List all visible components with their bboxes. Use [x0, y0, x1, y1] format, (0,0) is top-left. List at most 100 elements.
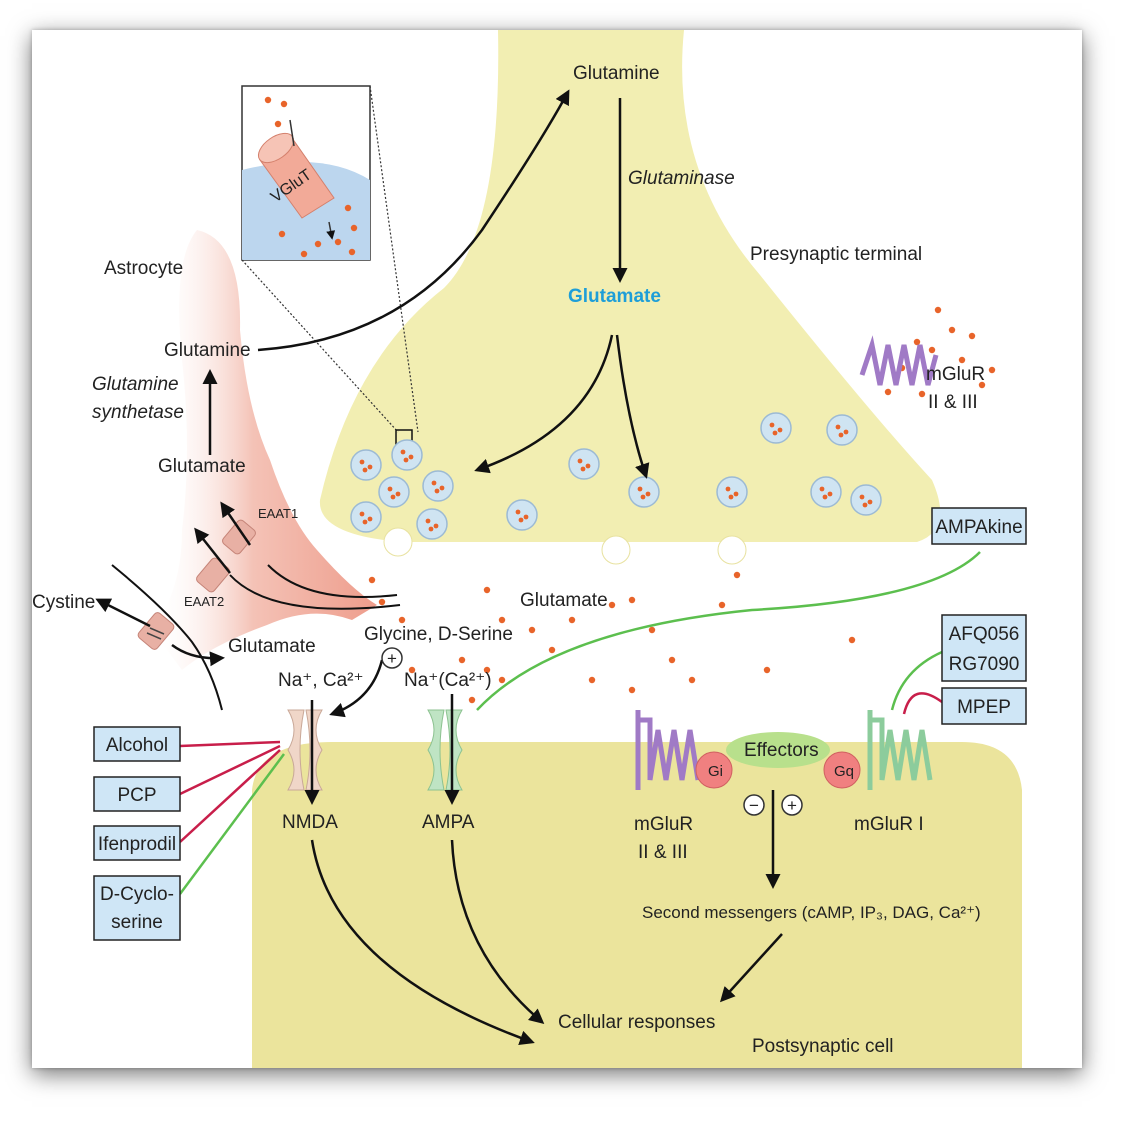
label-postsynaptic: Postsynaptic cell — [752, 1036, 894, 1057]
synaptic-vesicle — [628, 476, 660, 508]
vesicle-glutamate-dot — [362, 467, 368, 473]
arrow-glutamate-to-vesicle-right — [615, 334, 650, 479]
mglur1-receptor — [867, 710, 933, 790]
label-presynaptic: Presynaptic terminal — [750, 244, 922, 265]
glutamate-dot — [884, 388, 892, 396]
arrow-glycine-to-nmda — [329, 659, 384, 718]
glutamate-dot — [568, 616, 576, 624]
label-ampa: AMPA — [422, 812, 475, 833]
vesicle-fusion-pore — [383, 527, 413, 557]
vesicle-glutamate-dot — [640, 494, 646, 500]
vesicle-glutamate-dot — [838, 432, 844, 438]
ampa-channel — [427, 709, 463, 791]
synaptic-vesicle — [506, 499, 538, 531]
vesicle-glutamate-dot — [769, 422, 775, 428]
drug-box-mpep — [941, 687, 1027, 725]
glutamate-dot — [988, 366, 996, 374]
glutamate-dot — [733, 571, 741, 579]
arrow-nmda-to-responses — [310, 839, 535, 1045]
drug-label-alcohol: Alcohol — [106, 735, 168, 756]
line-dcycloserine — [178, 753, 286, 895]
glutamate-dot — [628, 686, 636, 694]
vesicle-glutamate-dot — [523, 514, 529, 520]
vesicle-glutamate-dot — [733, 491, 739, 497]
label-astrocyte: Astrocyte — [104, 258, 183, 279]
glutamate-dot — [968, 332, 976, 340]
glutamate-dot — [278, 230, 286, 238]
effectors-blob — [726, 732, 830, 768]
glutamate-dot — [280, 100, 288, 108]
synaptic-vesicle — [391, 439, 423, 471]
glutamate-dot — [408, 666, 416, 674]
vesicle-glutamate-dot — [577, 458, 583, 464]
vesicle-glutamate-dot — [585, 463, 591, 469]
vesicle-glutamate-dot — [725, 486, 731, 492]
vesicle-glutamate-dot — [387, 486, 393, 492]
nmda-channel — [287, 709, 323, 791]
mglur-presynaptic-receptor — [859, 335, 939, 386]
vesicle-glutamate-dot — [772, 430, 778, 436]
vesicle-glutamate-dot — [862, 502, 868, 508]
astro-membrane-lower — [111, 564, 223, 711]
label-mglur-post-1: mGluR — [634, 814, 693, 835]
glutamate-dot — [948, 326, 956, 334]
synaptic-vesicle — [826, 414, 858, 446]
synaptic-vesicle — [850, 484, 882, 516]
vesicle-glutamate-dot — [359, 459, 365, 465]
astro-membrane-upper — [267, 564, 398, 598]
arrow-eaat1 — [220, 501, 252, 546]
label-effectors: Effectors — [744, 740, 819, 761]
glutamate-dot — [344, 204, 352, 212]
glutamate-dot — [483, 586, 491, 594]
presynaptic-terminal — [319, 30, 941, 542]
label-glutamine-top: Glutamine — [573, 63, 660, 84]
astrocyte-cell — [152, 230, 377, 670]
glutamate-dot — [498, 616, 506, 624]
glutamate-dot — [264, 96, 272, 104]
vesicle-glutamate-dot — [637, 486, 643, 492]
glycine-plus-circle — [381, 647, 403, 669]
drug-box-dcycloserine — [93, 875, 181, 941]
drug-label-mpep: MPEP — [957, 697, 1011, 718]
glutamate-dot — [368, 576, 376, 584]
label-glutamate-cleft: Glutamate — [520, 590, 608, 611]
drug-box-alcohol — [93, 726, 181, 762]
postsynaptic-cell — [252, 742, 1022, 1068]
glutamate-dots — [264, 96, 996, 704]
glutamate-dot — [398, 616, 406, 624]
vesicle-glutamate-dot — [439, 485, 445, 491]
glutamate-dot — [350, 224, 358, 232]
vesicle-glutamate-dot — [433, 523, 439, 529]
line-mpep — [902, 692, 943, 715]
arrow-messengers-to-responses — [719, 933, 783, 1003]
effector-plus-circle — [781, 794, 803, 816]
synaptic-vesicle — [568, 448, 600, 480]
inset-leader-2 — [241, 259, 399, 433]
synaptic-vesicle — [810, 476, 842, 508]
glutamate-dot — [668, 656, 676, 664]
vesicle-glutamate-dot — [400, 449, 406, 455]
synaptic-vesicle — [416, 508, 448, 540]
line-afq-rg — [890, 650, 943, 711]
drug-label-afq: AFQ056 — [949, 624, 1020, 645]
label-gi: Gi — [708, 763, 723, 780]
synaptic-vesicle — [350, 449, 382, 481]
label-ions-nmda: Na⁺, Ca²⁺ — [278, 670, 364, 691]
glutamate-dot — [348, 248, 356, 256]
vesicle-glutamate-dot — [431, 480, 437, 486]
glutamate-dot — [528, 626, 536, 634]
label-mglur-pre-2: II & III — [928, 392, 978, 413]
label-glutamate-left: Glutamate — [158, 456, 246, 477]
synaptic-vesicle — [350, 501, 382, 533]
label-glycine: Glycine, D-Serine — [364, 624, 513, 645]
glutamate-dot — [334, 238, 342, 246]
glutamate-dot — [648, 626, 656, 634]
glutamate-dot — [458, 656, 466, 664]
arrow-glutamate-to-vesicle-left — [474, 334, 614, 474]
glutamate-dot — [978, 381, 986, 389]
label-synthetase-2: synthetase — [92, 402, 184, 423]
synaptic-vesicle — [378, 476, 410, 508]
glutamate-dot — [688, 676, 696, 684]
glutamate-dot — [274, 120, 282, 128]
gq-protein — [823, 751, 861, 789]
